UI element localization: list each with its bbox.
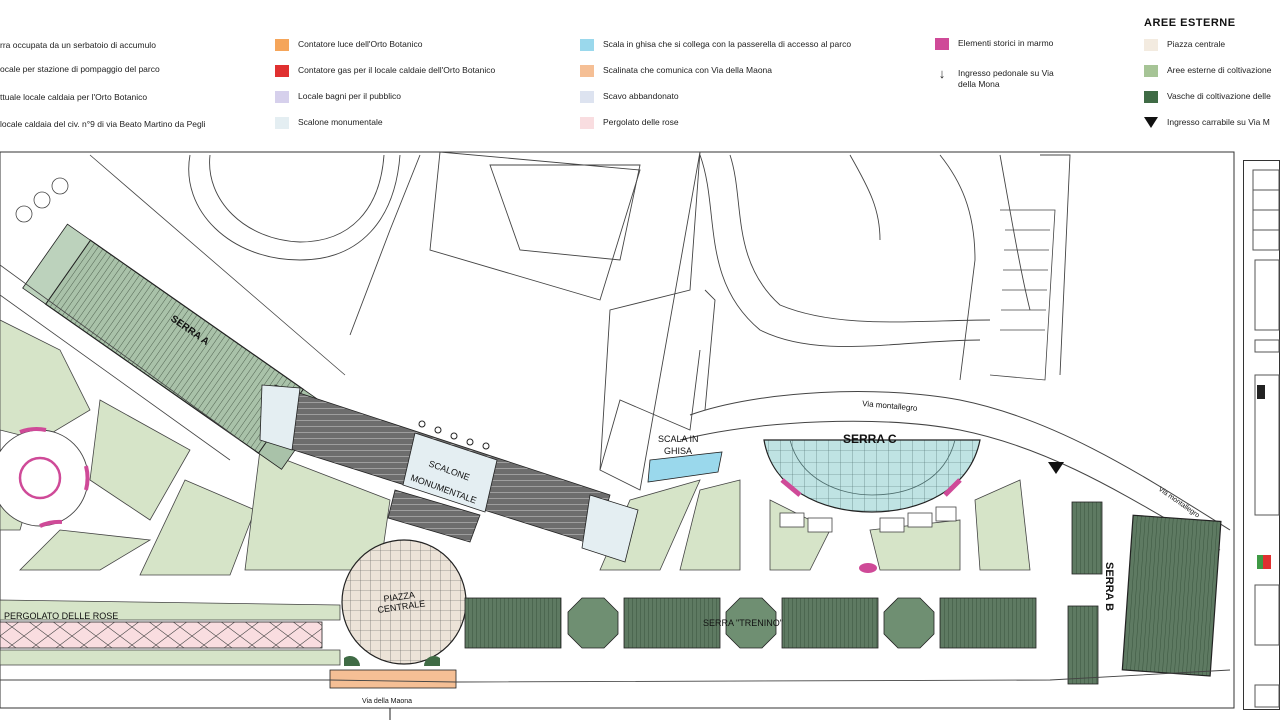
legend-swatch — [1144, 91, 1158, 103]
legend-item-caldaia-civ: locale caldaia del civ. n°9 di via Beato… — [0, 119, 205, 130]
legend-swatch — [580, 65, 594, 77]
legend-swatch — [1144, 39, 1158, 51]
legend-swatch — [275, 65, 289, 77]
legend-label: Pergolato delle rose — [603, 117, 679, 127]
piazza-label-1: PIAZZA — [383, 590, 416, 604]
legend-swatch — [580, 91, 594, 103]
boundary-south — [0, 669, 1231, 683]
site-plan: Via montallegro Via montallegro SERRA A — [0, 151, 1235, 720]
legend-swatch — [1144, 65, 1158, 77]
serra-c-benches — [779, 506, 957, 533]
legend-swatch — [275, 39, 289, 51]
legend-item-vasche: Vasche di coltivazione delle — [1144, 91, 1271, 103]
legend-item-piazza: Piazza centrale — [1144, 39, 1225, 51]
legend-item-coltivazione: Aree esterne di coltivazione — [1144, 65, 1271, 77]
legend-label: ocale per stazione di pompaggio del parc… — [0, 64, 160, 74]
scala-ghisa — [647, 451, 723, 483]
legend-item-pompaggio: ocale per stazione di pompaggio del parc… — [0, 64, 160, 75]
legend-swatch — [275, 117, 289, 129]
legend-item-bagni: Locale bagni per il pubblico — [275, 91, 401, 103]
parking — [989, 209, 1056, 381]
triangle-down-icon — [1144, 117, 1158, 128]
legend-item-ghisa: Scala in ghisa che si collega con la pas… — [580, 39, 851, 51]
serra-b — [1067, 501, 1222, 685]
legend-label: ttuale locale caldaia per l'Orto Botanic… — [0, 92, 148, 102]
serra-trenino — [464, 597, 1037, 649]
road-edge-upper — [689, 391, 1231, 531]
down-arrow-icon: ↓ — [938, 66, 946, 81]
legend-label: Ingresso carrabile su Via M — [1167, 117, 1270, 127]
serra-b-label: SERRA B — [1103, 562, 1115, 611]
serra-c-label: SERRA C — [843, 432, 897, 446]
legend-item-caldaia-orto: ttuale locale caldaia per l'Orto Botanic… — [0, 92, 147, 103]
building — [429, 151, 716, 491]
title-block — [1243, 160, 1280, 710]
legend-label: Vasche di coltivazione delle — [1167, 91, 1271, 101]
legend-swatch — [580, 39, 594, 51]
legend-label: Aree esterne di coltivazione — [1167, 65, 1272, 75]
legend-item-scavo: Scavo abbandonato — [580, 91, 679, 103]
legend-item-pergolato: Pergolato delle rose — [580, 117, 679, 129]
scalinata-maona — [329, 669, 457, 689]
legend-label: Ingresso pedonale su Via della Mona — [958, 68, 1054, 89]
legend-heading: AREE ESTERNE — [1144, 17, 1236, 29]
legend-item-gas: Contatore gas per il locale caldaie dell… — [275, 65, 495, 77]
via-maona-label: Via della Maona — [362, 698, 412, 705]
legend-label: Contatore gas per il locale caldaie dell… — [298, 65, 496, 75]
legend-item-scalone: Scalone monumentale — [275, 117, 383, 129]
pergolato-label: PERGOLATO DELLE ROSE — [4, 611, 118, 621]
legend-swatch — [580, 117, 594, 129]
serra-a-paths — [0, 154, 346, 461]
scala-ghisa-label-2: GHISA — [664, 446, 692, 456]
roundabout — [0, 427, 90, 528]
legend-label: Piazza centrale — [1167, 39, 1226, 49]
legend-label: Scala in ghisa che si collega con la pas… — [603, 39, 852, 49]
legend-item-scalinata: Scalinata che comunica con Via della Mao… — [580, 65, 772, 77]
serra-trenino-label: SERRA "TRENINO" — [703, 618, 783, 628]
legend-item-luce: Contatore luce dell'Orto Botanico — [275, 39, 422, 51]
scala-ghisa-label-1: SCALA IN — [658, 434, 699, 444]
legend-item-marmo: Elementi storici in marmo — [935, 38, 1053, 50]
road-edge-lower — [679, 420, 1221, 551]
legend-item-carrabile: Ingresso carrabile su Via M — [1144, 117, 1270, 128]
legend-label: Scalinata che comunica con Via della Mao… — [603, 65, 773, 75]
serra-c — [763, 439, 981, 573]
legend-label: Scavo abbandonato — [603, 91, 679, 101]
legend-label: rra occupata da un serbatoio di accumulo — [0, 40, 156, 50]
park-paths — [188, 154, 1071, 381]
triangle-down-icon — [1048, 462, 1064, 474]
legend-swatch — [275, 91, 289, 103]
legend-label: Scalone monumentale — [298, 117, 383, 127]
scalone-monumentale — [259, 384, 639, 563]
pergolato-rose — [0, 621, 323, 649]
legend-label: Elementi storici in marmo — [958, 38, 1054, 48]
legend-swatch — [935, 38, 949, 50]
legend-item-ingresso-pedonale: ↓ Ingresso pedonale su Via della Mona — [935, 66, 1058, 90]
legend-label: Locale bagni per il pubblico — [298, 91, 402, 101]
legend-label: Contatore luce dell'Orto Botanico — [298, 39, 423, 49]
legend-label: locale caldaia del civ. n°9 di via Beato… — [0, 119, 206, 129]
legend-item-serbatoio: rra occupata da un serbatoio di accumulo — [0, 40, 156, 51]
